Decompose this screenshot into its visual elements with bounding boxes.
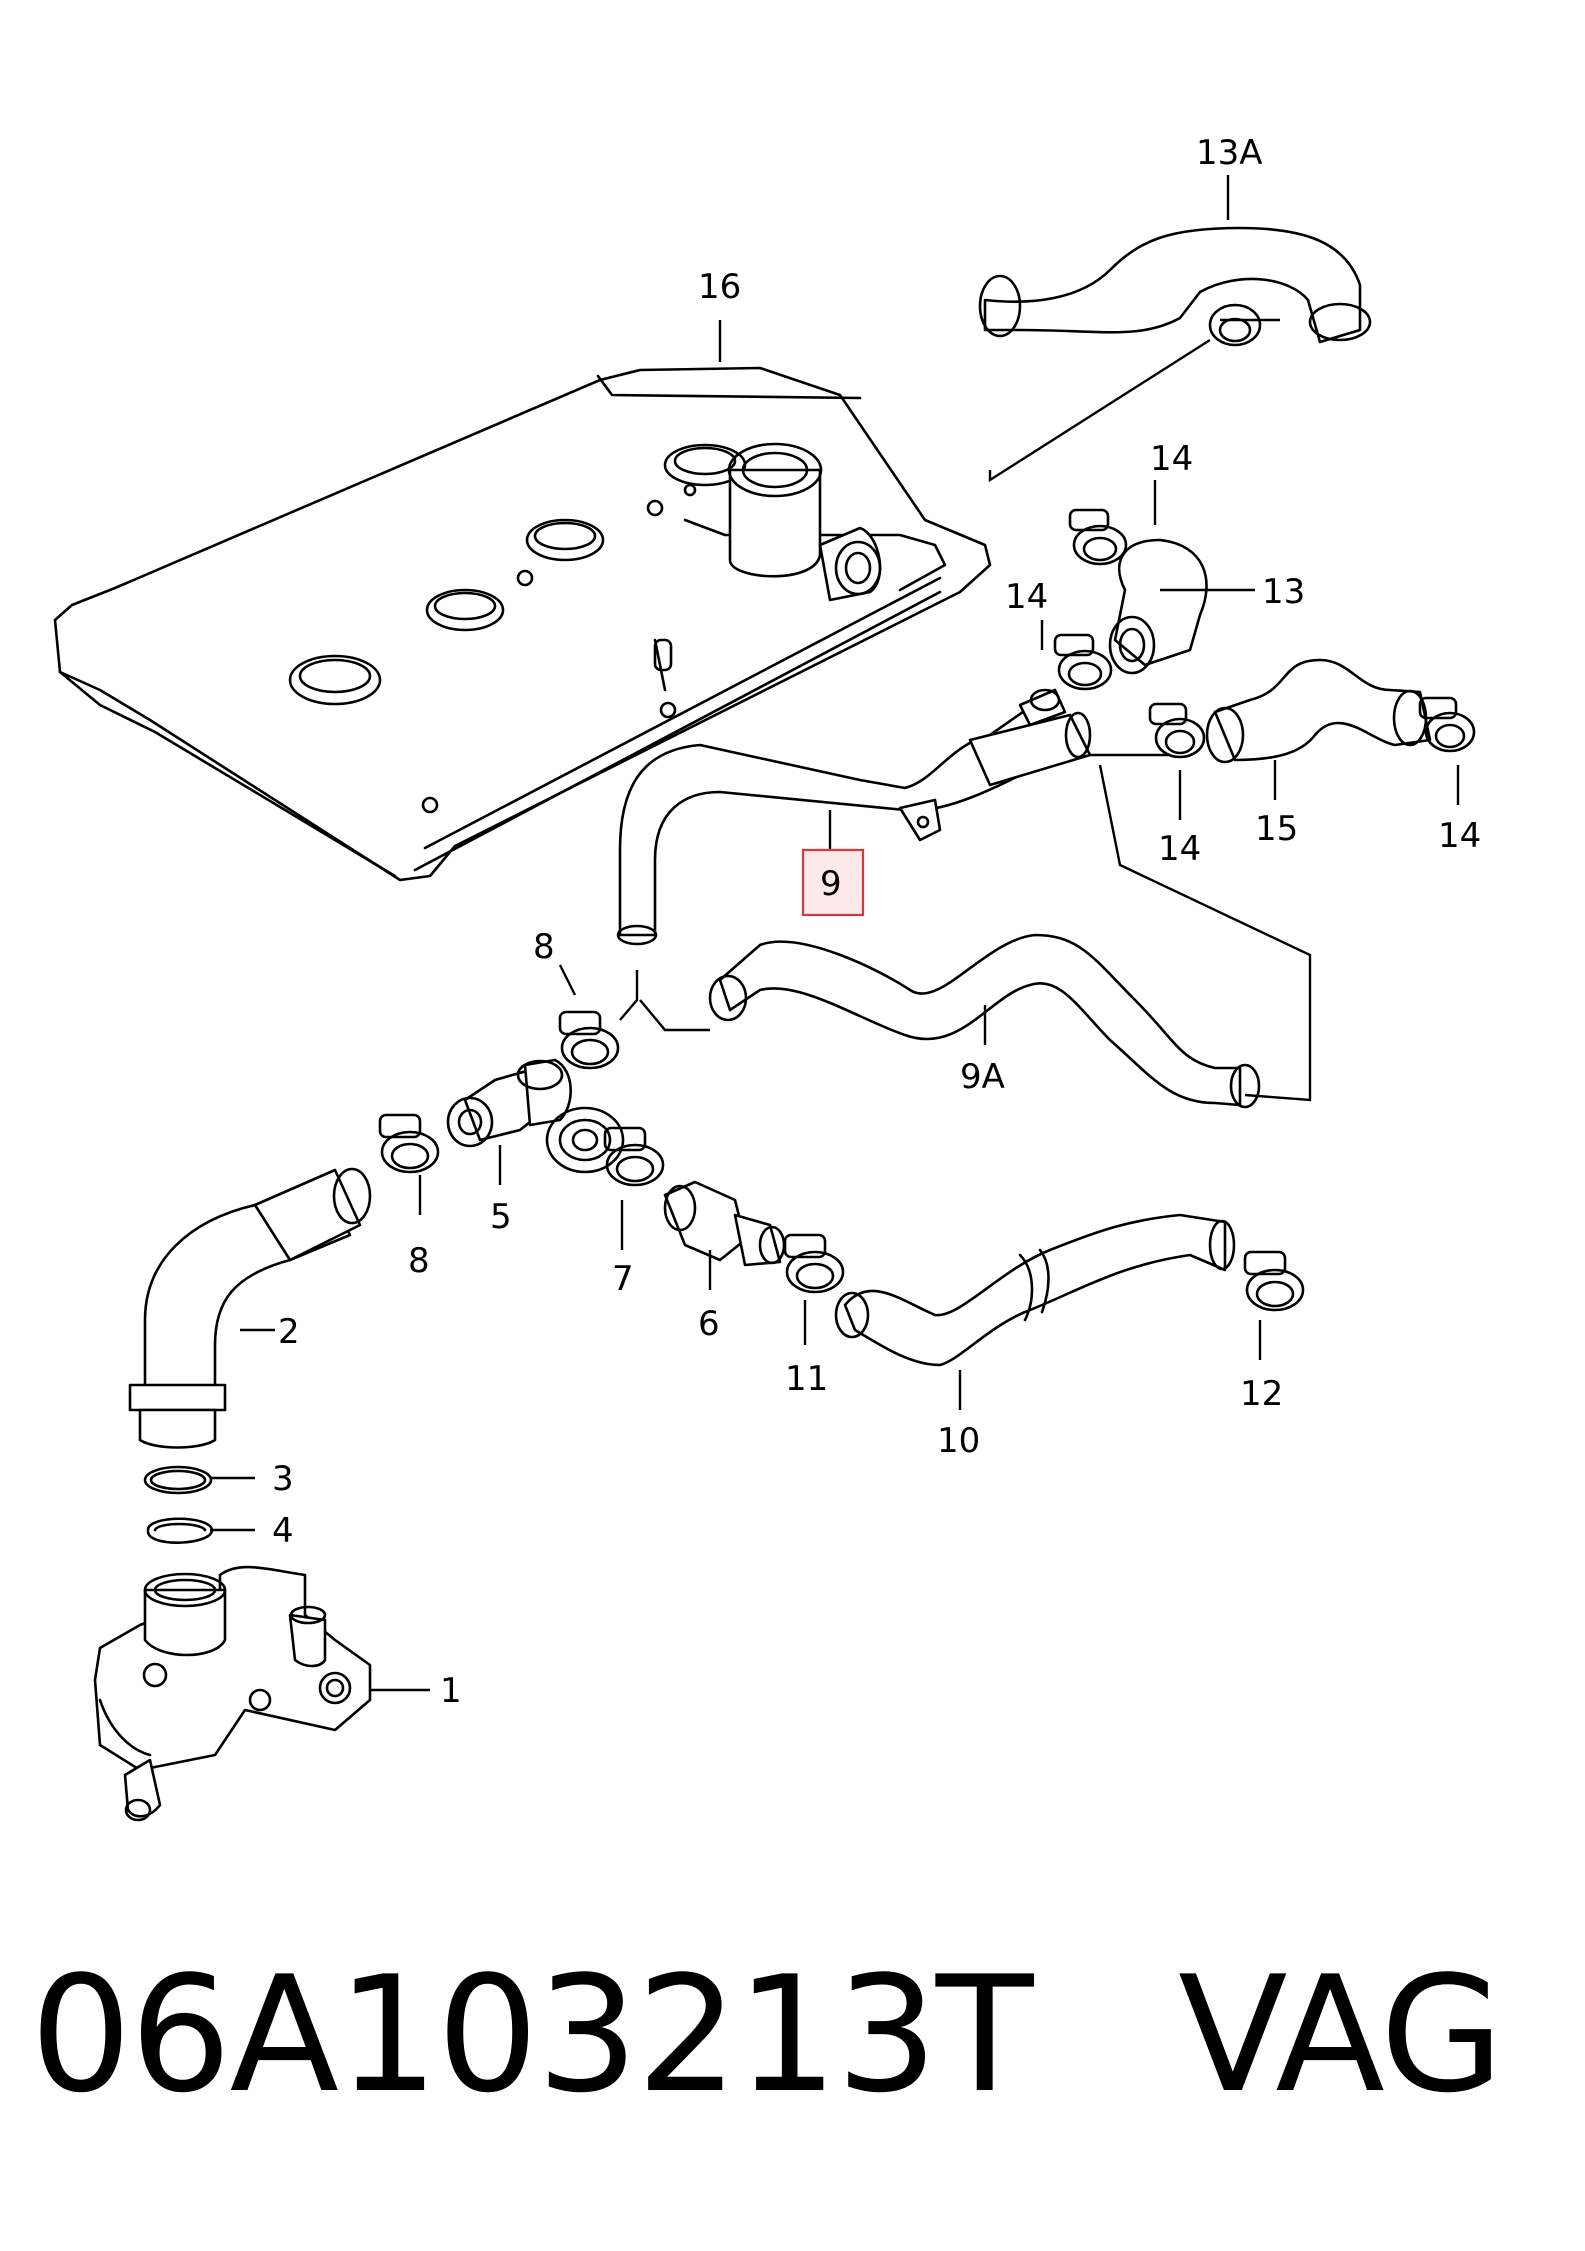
- valve-cover-part-16[interactable]: [53, 366, 992, 882]
- label-13a: 13A: [1196, 133, 1263, 173]
- parts-diagram: 13A 16 14 13 14 14 15 14 9 8 9A 5 8 7 6 …: [53, 133, 1481, 1822]
- label-8-upper: 8: [533, 927, 555, 967]
- o-ring-part-3[interactable]: [143, 1465, 213, 1495]
- label-15: 15: [1255, 809, 1298, 849]
- hose-part-10[interactable]: [834, 1213, 1236, 1367]
- label-14-top: 14: [1150, 439, 1193, 479]
- part-number-caption: 06A103213T VAG: [30, 1941, 1504, 2128]
- hose-clamp-part-11[interactable]: [783, 1233, 845, 1294]
- label-12: 12: [1240, 1374, 1283, 1414]
- circlip-part-4[interactable]: [146, 1517, 214, 1544]
- hose-clamp-part-8-lower[interactable]: [378, 1113, 440, 1174]
- coolant-flange-part-1[interactable]: [93, 1565, 372, 1822]
- hose-clamp-part-14-d[interactable]: [1418, 696, 1476, 753]
- valve-part-6[interactable]: [663, 1180, 786, 1267]
- label-14-left: 14: [1005, 577, 1048, 617]
- label-11: 11: [785, 1359, 828, 1399]
- leader-lines: [210, 175, 1460, 1692]
- label-5: 5: [490, 1197, 512, 1237]
- hose-clamp-part-14-c[interactable]: [1148, 702, 1206, 759]
- hose-clamp-part-14-a[interactable]: [1068, 508, 1128, 566]
- label-16: 16: [698, 267, 741, 307]
- label-6: 6: [698, 1304, 720, 1344]
- label-2: 2: [278, 1312, 300, 1352]
- elbow-pipe-part-2[interactable]: [128, 1167, 372, 1449]
- label-10: 10: [937, 1421, 980, 1461]
- label-13: 13: [1262, 572, 1305, 612]
- hose-part-13a[interactable]: [978, 226, 1372, 347]
- hose-part-13[interactable]: [1108, 538, 1208, 675]
- hose-part-9a[interactable]: [708, 933, 1261, 1109]
- label-7: 7: [612, 1259, 634, 1299]
- label-3: 3: [272, 1459, 294, 1499]
- label-4: 4: [272, 1511, 294, 1551]
- label-9a: 9A: [960, 1057, 1005, 1097]
- pipe-part-9[interactable]: [616, 688, 1092, 946]
- label-8-lower: 8: [408, 1241, 430, 1281]
- label-9: 9: [820, 864, 842, 904]
- hose-part-15[interactable]: [1205, 658, 1432, 764]
- label-14-right: 14: [1438, 816, 1481, 856]
- label-1: 1: [440, 1671, 462, 1711]
- part-labels: 13A 16 14 13 14 14 15 14 9 8 9A 5 8 7 6 …: [272, 133, 1481, 1711]
- hose-clamp-part-12[interactable]: [1243, 1250, 1305, 1312]
- hose-clamp-part-8-upper[interactable]: [558, 1010, 620, 1070]
- hose-clamp-part-14-b[interactable]: [1053, 633, 1113, 691]
- t-fitting-part-5[interactable]: [446, 1058, 625, 1174]
- label-14-mid: 14: [1158, 829, 1201, 869]
- hose-clamp-part-7[interactable]: [603, 1126, 665, 1187]
- highlight-box-part-9: [801, 848, 865, 917]
